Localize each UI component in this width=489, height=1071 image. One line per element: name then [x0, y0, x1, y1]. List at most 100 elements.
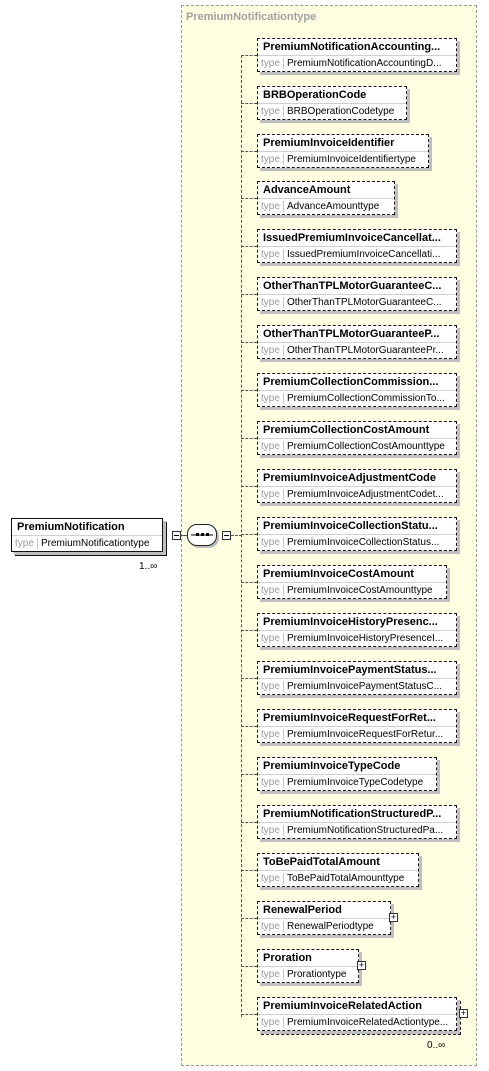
- expand-button[interactable]: +: [357, 960, 366, 970]
- child-element-name: RenewalPeriod: [258, 902, 390, 919]
- complex-type-title: PremiumNotificationtype: [186, 11, 317, 23]
- child-element-name: PremiumCollectionCostAmount: [258, 422, 456, 439]
- type-label: type: [258, 154, 284, 165]
- type-label: type: [258, 681, 284, 692]
- child-element-type: BRBOperationCodetype: [287, 106, 395, 117]
- type-label: type: [258, 873, 284, 884]
- type-label: type: [258, 921, 284, 932]
- child-element-type: ToBePaidTotalAmounttype: [287, 873, 405, 884]
- expand-button[interactable]: +: [459, 1008, 468, 1018]
- type-label: type: [258, 825, 284, 836]
- sequence-compositor-icon: [191, 533, 213, 536]
- child-element-name: PremiumInvoiceCostAmount: [258, 566, 446, 583]
- type-label: type: [258, 633, 284, 644]
- type-label: type: [258, 441, 284, 452]
- child-connector: [241, 822, 257, 823]
- child-element-name: PremiumNotificationStructuredP...: [258, 806, 456, 823]
- root-cardinality: 1..∞: [139, 561, 158, 572]
- child-element-name: PremiumInvoicePaymentStatus...: [258, 662, 456, 679]
- child-element-name: Proration: [258, 950, 358, 967]
- child-connector: [241, 198, 257, 199]
- sequence-collapse-button[interactable]: [222, 531, 231, 540]
- child-element-name: OtherThanTPLMotorGuaranteeC...: [258, 278, 456, 295]
- child-element-type: PremiumInvoiceRequestForRetur...: [287, 729, 444, 740]
- type-label: type: [258, 489, 284, 500]
- root-collapse-button[interactable]: [172, 531, 181, 540]
- child-element-type: PremiumCollectionCostAmounttype: [287, 441, 445, 452]
- child-connector: [241, 630, 257, 631]
- type-label: type: [258, 106, 284, 117]
- child-element-type: OtherThanTPLMotorGuaranteePr...: [287, 345, 444, 356]
- child-element-type: Prorationtype: [287, 969, 347, 980]
- child-element-type: PremiumInvoiceTypeCodetype: [287, 777, 424, 788]
- child-element-type: RenewalPeriodtype: [287, 921, 374, 932]
- child-connector: [241, 246, 257, 247]
- child-connector: [241, 438, 257, 439]
- child-element-name: PremiumCollectionCommission...: [258, 374, 456, 391]
- child-connector: [241, 678, 257, 679]
- child-element-name: PremiumNotificationAccounting...: [258, 39, 456, 56]
- root-element-name: PremiumNotification: [12, 519, 162, 536]
- child-element-name: PremiumInvoiceAdjustmentCode: [258, 470, 456, 487]
- child-element-type: PremiumInvoiceAdjustmentCodet...: [287, 489, 444, 500]
- sequence-compositor[interactable]: [187, 524, 217, 546]
- child-element-name: PremiumInvoiceTypeCode: [258, 758, 436, 775]
- child-element-name: BRBOperationCode: [258, 87, 406, 104]
- type-label: type: [258, 345, 284, 356]
- expand-button[interactable]: +: [389, 912, 398, 922]
- type-label: type: [258, 297, 284, 308]
- child-element-type: PremiumInvoicePaymentStatusC...: [287, 681, 443, 692]
- type-label: type: [258, 393, 284, 404]
- root-element-type: PremiumNotificationtype: [41, 538, 150, 549]
- root-connector: [181, 535, 187, 536]
- child-connector: [241, 1014, 257, 1015]
- child-connector: [241, 918, 257, 919]
- type-label: type: [258, 585, 284, 596]
- child-element-type: OtherThanTPLMotorGuaranteeC...: [287, 297, 442, 308]
- child-connector: [241, 55, 257, 56]
- type-label: type: [258, 1017, 284, 1028]
- child-element-name: PremiumInvoiceCollectionStatu...: [258, 518, 456, 535]
- child-connector: [241, 774, 257, 775]
- child-element-name: PremiumInvoiceRequestForRet...: [258, 710, 456, 727]
- child-element-type: IssuedPremiumInvoiceCancellati...: [287, 249, 441, 260]
- child-element-type: AdvanceAmounttype: [287, 201, 380, 212]
- child-element-type: PremiumNotificationAccountingD...: [287, 58, 442, 69]
- child-cardinality: 0..∞: [427, 1040, 446, 1051]
- type-label: type: [258, 777, 284, 788]
